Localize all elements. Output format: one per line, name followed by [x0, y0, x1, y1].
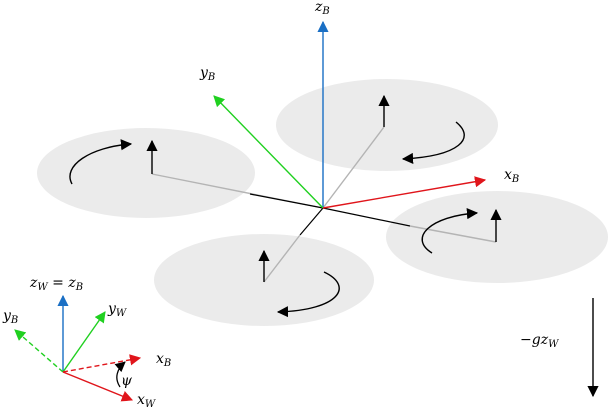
- arm-front-left-dark: [299, 207, 324, 236]
- world-x-label: xW: [137, 392, 156, 408]
- rotation-arrow-front-left: [276, 271, 340, 318]
- yaw-angle-arc: [114, 361, 126, 388]
- body-y-axis-arrow: [213, 95, 324, 209]
- rotor-disk-rear-left: [37, 128, 255, 218]
- rotor-disk-front-right: [276, 79, 498, 171]
- world-xb-axis-arrow: [62, 354, 142, 373]
- arm-front-left-light: [263, 234, 301, 283]
- world-x-axis-arrow: [62, 371, 134, 402]
- world-y-axis-arrow: [62, 311, 106, 373]
- world-y-label: yW: [107, 301, 127, 319]
- arm-rear-right-dark: [322, 207, 411, 227]
- body-y-label: yB: [199, 65, 215, 83]
- arm-rear-right-light: [409, 225, 497, 243]
- body-z-label: zB: [314, 0, 330, 17]
- world-yb-label: yB: [2, 308, 18, 326]
- world-xb-label: xB: [156, 351, 171, 369]
- rotation-arrow-front-right: [401, 121, 465, 165]
- arm-front-right: [322, 126, 385, 209]
- world-yb-axis-arrow: [14, 329, 64, 373]
- yaw-label: ψ: [121, 373, 133, 389]
- gravity-label: −gzW: [520, 332, 559, 350]
- rotor-disk-rear-right: [386, 191, 608, 283]
- body-x-label: xB: [504, 167, 519, 185]
- rotation-arrow-rear-left: [69, 139, 133, 185]
- rotation-arrow-rear-right: [421, 208, 479, 254]
- arm-rear-left-dark: [249, 193, 324, 209]
- body-x-axis-arrow: [322, 176, 487, 209]
- world-z-label: zW = zB: [29, 275, 83, 293]
